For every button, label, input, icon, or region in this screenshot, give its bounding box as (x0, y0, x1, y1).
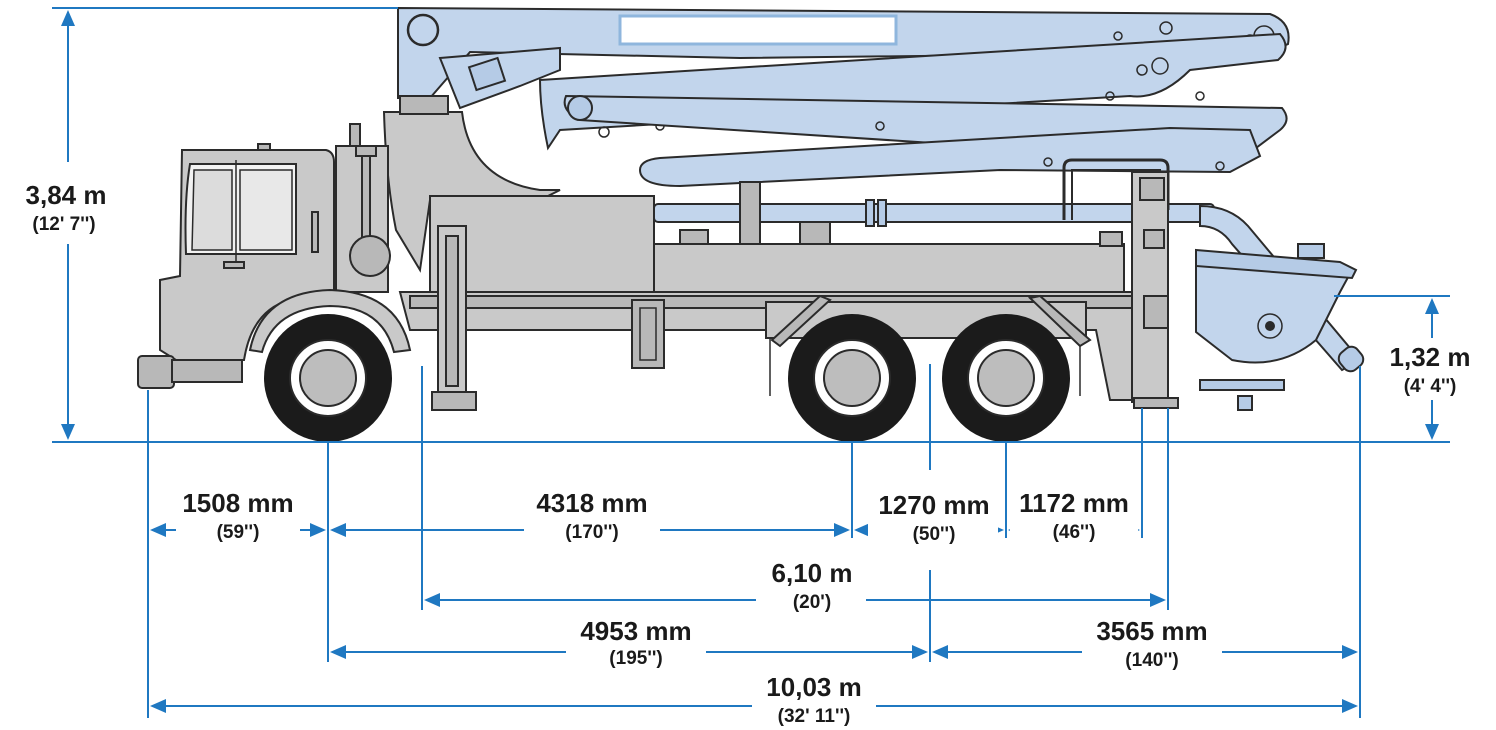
wheelbase-imperial: (195'') (609, 648, 662, 669)
tandem-spacing-dimension: 1270 mm (50'') (854, 488, 1004, 546)
rear-wheel-1 (788, 314, 916, 442)
front-overhang-dimension: 1508 mm (59'') (150, 486, 326, 546)
overall-length-label: 10,03 m (766, 672, 861, 702)
tandem-spacing-imperial: (50'') (913, 524, 956, 545)
overall-length-imperial: (32' 11'') (778, 706, 851, 727)
outrigger-span-imperial: (20') (793, 592, 831, 613)
exhaust-and-tank (335, 123, 391, 293)
front-axle-to-rear-label: 4318 mm (536, 488, 647, 518)
dimension-lines: 3,84 m (12' 7'') 1,32 m (4' 4'') (14, 7, 1480, 728)
outrigger-span-label: 6,10 m (772, 558, 853, 588)
rear-wheel-2 (942, 314, 1070, 442)
rear-overhang-imperial: (140'') (1125, 650, 1178, 671)
chassis-body (398, 181, 1141, 401)
front-outrigger (431, 225, 477, 411)
front-axle-to-rear-dimension: 4318 mm (170'') (330, 486, 850, 546)
hopper-height-imperial: (4' 4'') (1404, 376, 1457, 397)
rear-overhang-dimension: 3565 mm (140'') (932, 614, 1358, 672)
tandem-spacing-label: 1270 mm (878, 490, 989, 520)
concrete-pump-truck-illustration (137, 6, 1365, 442)
front-axle-to-rear-imperial: (170'') (565, 522, 618, 543)
wheelbase-dimension: 4953 mm (195'') (330, 614, 928, 672)
front-wheel (248, 288, 412, 442)
outrigger-span-dimension: 6,10 m (20') (424, 556, 1166, 616)
height-total-label: 3,84 m (26, 180, 107, 210)
wheelbase-label: 4953 mm (580, 616, 691, 646)
hopper-height-dimension: 1,32 m (4' 4'') (1334, 295, 1480, 440)
concrete-hopper (1195, 243, 1358, 411)
height-total-dimension: 3,84 m (12' 7'') (14, 10, 122, 440)
rear-ladder (1062, 158, 1179, 409)
boom-hydraulic-cylinder (438, 46, 561, 110)
boom-arm-main (397, 6, 1290, 99)
truck-cab (137, 143, 335, 389)
hopper-height-label: 1,32 m (1390, 342, 1471, 372)
front-overhang-imperial: (59'') (217, 522, 260, 543)
rear-axle-to-outrigger-imperial: (46'') (1053, 522, 1096, 543)
height-total-imperial: (12' 7'') (32, 214, 95, 235)
boom-arm-tip (638, 126, 1262, 188)
rear-overhang-label: 3565 mm (1096, 616, 1207, 646)
front-overhang-label: 1508 mm (182, 488, 293, 518)
overall-length-dimension: 10,03 m (32' 11'') (150, 670, 1358, 728)
rear-axle-to-outrigger-label: 1172 mm (1019, 488, 1129, 518)
rear-axle-to-outrigger-dimension: 1172 mm (46'') (1008, 486, 1140, 546)
